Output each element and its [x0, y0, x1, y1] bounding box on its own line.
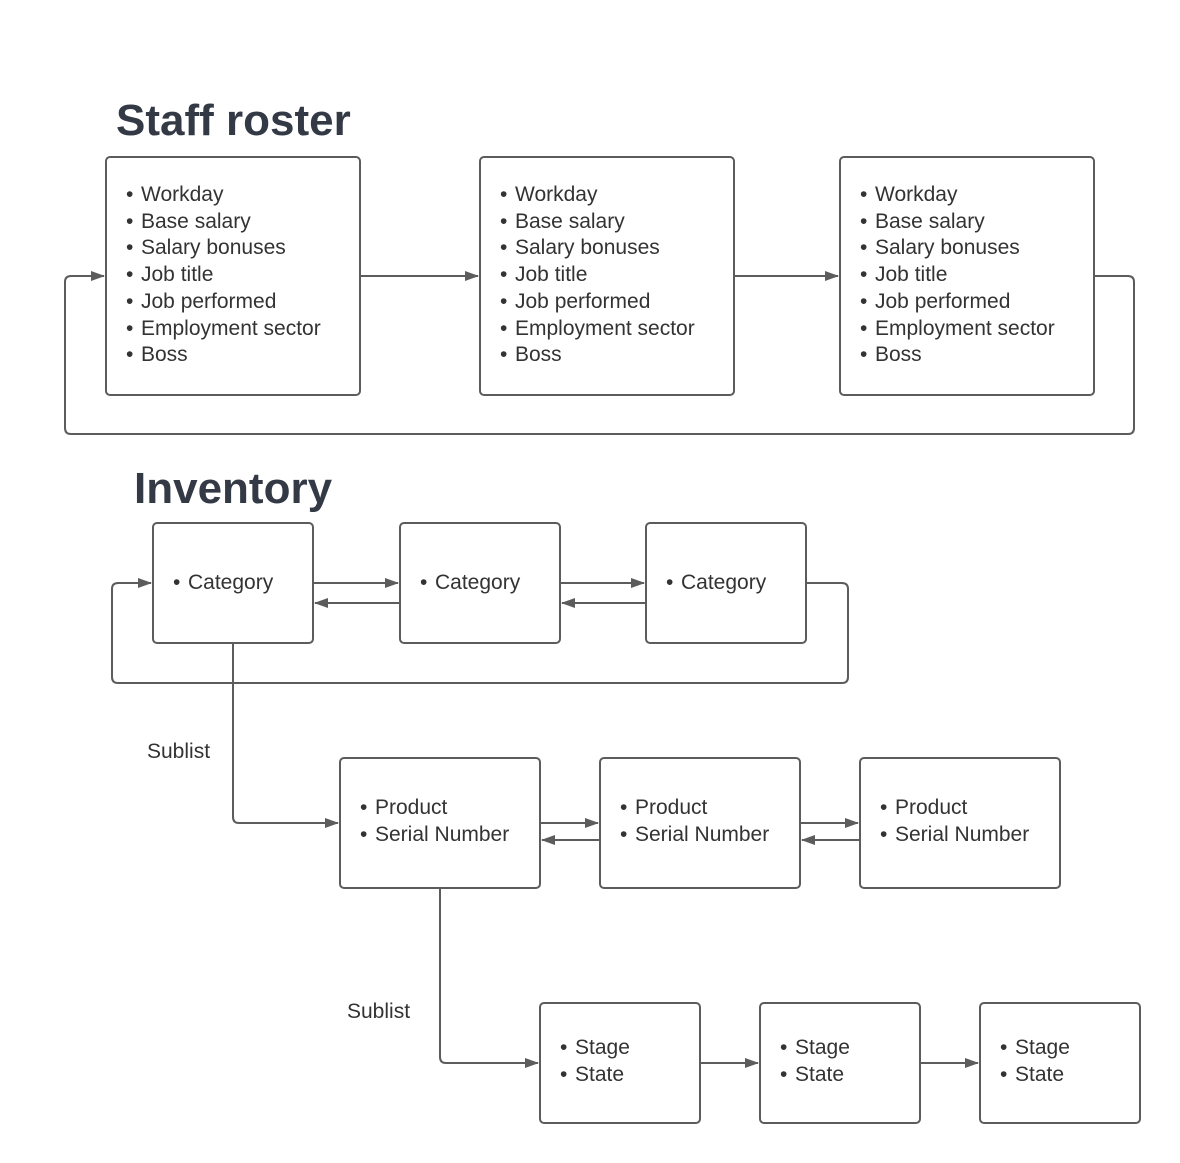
stage-node-1: Stage State [539, 1002, 701, 1124]
stage-node-list: Stage State [560, 1035, 699, 1088]
roster-field-boss: Boss [126, 342, 359, 369]
product-field: Product [620, 795, 799, 822]
category-node-1: Category [152, 522, 314, 644]
sublist-label: Sublist [147, 740, 211, 763]
product-node-list: Product Serial Number [360, 795, 539, 848]
sublist-connector-2 [439, 889, 539, 1068]
product-field: Product [360, 795, 539, 822]
roster-field-base-salary: Base salary [860, 209, 1093, 236]
category-node-list: Category [173, 570, 312, 597]
roster-node-list: Workday Base salary Salary bonuses Job t… [500, 182, 733, 369]
product-field: Product [880, 795, 1059, 822]
roster-field-base-salary: Base salary [126, 209, 359, 236]
stage-field: Stage [1000, 1035, 1139, 1062]
roster-field-job-title: Job title [500, 262, 733, 289]
roster-field-employment-sector: Employment sector [500, 316, 733, 343]
category-field: Category [420, 570, 559, 597]
roster-field-employment-sector: Employment sector [860, 316, 1093, 343]
roster-field-job-performed: Job performed [860, 289, 1093, 316]
roster-field-job-performed: Job performed [126, 289, 359, 316]
product-node-list: Product Serial Number [620, 795, 799, 848]
product-node-list: Product Serial Number [880, 795, 1059, 848]
sublist-connector-1 [232, 644, 339, 828]
stage-node-2: Stage State [759, 1002, 921, 1124]
roster-field-workday: Workday [860, 182, 1093, 209]
product-node-2: Product Serial Number [599, 757, 801, 889]
roster-field-job-performed: Job performed [500, 289, 733, 316]
roster-node-3: Workday Base salary Salary bonuses Job t… [839, 156, 1095, 396]
category-node-list: Category [420, 570, 559, 597]
category-loop-back [111, 578, 849, 684]
state-field: State [1000, 1062, 1139, 1089]
category-field: Category [173, 570, 312, 597]
roster-field-employment-sector: Employment sector [126, 316, 359, 343]
sublist-label: Sublist [347, 1000, 411, 1023]
state-field: State [560, 1062, 699, 1089]
roster-field-salary-bonuses: Salary bonuses [860, 235, 1093, 262]
roster-field-job-title: Job title [860, 262, 1093, 289]
roster-node-list: Workday Base salary Salary bonuses Job t… [860, 182, 1093, 369]
roster-field-boss: Boss [500, 342, 733, 369]
stage-field: Stage [560, 1035, 699, 1062]
serial-number-field: Serial Number [880, 822, 1059, 849]
roster-field-salary-bonuses: Salary bonuses [126, 235, 359, 262]
category-field: Category [666, 570, 805, 597]
roster-field-base-salary: Base salary [500, 209, 733, 236]
roster-node-list: Workday Base salary Salary bonuses Job t… [126, 182, 359, 369]
product-node-3: Product Serial Number [859, 757, 1061, 889]
inventory-title: Inventory [134, 464, 333, 513]
category-node-2: Category [399, 522, 561, 644]
stage-node-list: Stage State [780, 1035, 919, 1088]
roster-field-boss: Boss [860, 342, 1093, 369]
roster-field-workday: Workday [500, 182, 733, 209]
stage-field: Stage [780, 1035, 919, 1062]
roster-node-1: Workday Base salary Salary bonuses Job t… [105, 156, 361, 396]
serial-number-field: Serial Number [360, 822, 539, 849]
serial-number-field: Serial Number [620, 822, 799, 849]
roster-loop-back [64, 271, 1135, 435]
stage-node-list: Stage State [1000, 1035, 1139, 1088]
stage-node-3: Stage State [979, 1002, 1141, 1124]
product-node-1: Product Serial Number [339, 757, 541, 889]
roster-field-workday: Workday [126, 182, 359, 209]
roster-field-job-title: Job title [126, 262, 359, 289]
state-field: State [780, 1062, 919, 1089]
category-node-3: Category [645, 522, 807, 644]
roster-node-2: Workday Base salary Salary bonuses Job t… [479, 156, 735, 396]
category-node-list: Category [666, 570, 805, 597]
roster-field-salary-bonuses: Salary bonuses [500, 235, 733, 262]
staff-roster-title: Staff roster [116, 96, 351, 145]
